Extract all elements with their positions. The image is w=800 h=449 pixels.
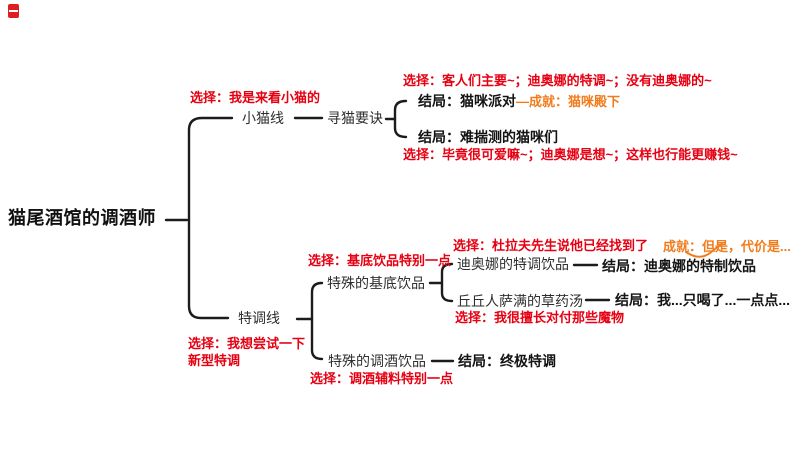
node-cat-finding-tips: 寻猫要诀 <box>327 110 383 126</box>
node-kitten-line: 小猫线 <box>242 110 284 126</box>
special-blend-choice-label: 选择：我想尝试一下 新型特调 <box>188 335 305 369</box>
kitten-bracket <box>393 99 408 139</box>
ending-ultimate-special-blend: 结局：终极特调 <box>458 353 556 369</box>
root-node-title: 猫尾酒馆的调酒师 <box>8 208 156 228</box>
node-special-base-drink: 特殊的基底饮品 <box>327 275 425 291</box>
special-blend-choice-line1: 选择：我想尝试一下 <box>188 336 306 351</box>
base-drink-choice-label: 选择：基底饮品特别一点 <box>308 253 452 268</box>
party-choice-label: 选择：客人们主要~；迪奥娜的特调~；没有迪奥娜的~ <box>403 73 712 88</box>
diona-choice-label: 选择：杜拉夫先生说他已经找到了 <box>453 238 649 253</box>
shaman-choice-label: 选择：我很擅长对付那些魔物 <box>455 310 625 325</box>
ending-diona-signature-drink: 结局：迪奥娜的特制饮品 <box>602 258 756 274</box>
unpredictable-choice-label: 选择：毕竟很可爱嘛~；迪奥娜是想~；这样也行能更赚钱~ <box>403 147 738 162</box>
trunk-line <box>187 116 234 320</box>
node-hilichurl-shaman-soup: 丘丘人萨满的草药汤 <box>457 293 583 309</box>
kitten-choice-label: 选择：我是来看小猫的 <box>190 90 321 105</box>
node-diona-special-drink: 迪奥娜的特调饮品 <box>457 256 569 272</box>
ending-cat-party: 结局：猫咪派对 <box>418 93 516 109</box>
node-special-mix-drink: 特殊的调酒饮品 <box>328 353 426 369</box>
ending-only-drank-a-little: 结局：我...只喝了...一点点... <box>615 292 791 308</box>
special-blend-choice-line2: 新型特调 <box>188 353 241 368</box>
achievement-underline-swoosh <box>685 243 723 258</box>
achievement-but-at-what-cost: 成就：但是，代价是... <box>663 239 791 254</box>
node-special-blend-line: 特调线 <box>238 310 280 326</box>
mix-choice-label: 选择：调酒辅料特别一点 <box>310 371 454 386</box>
special-bracket <box>310 281 324 361</box>
base-bracket <box>440 262 454 303</box>
ending-unpredictable-cats: 结局：难揣测的猫咪们 <box>418 129 558 145</box>
ending-cat-party-row: 结局：猫咪派对 —成就：猫咪殿下 <box>418 94 620 108</box>
achievement-cat-highness: —成就：猫咪殿下 <box>516 93 621 109</box>
watermark-icon <box>8 4 19 18</box>
